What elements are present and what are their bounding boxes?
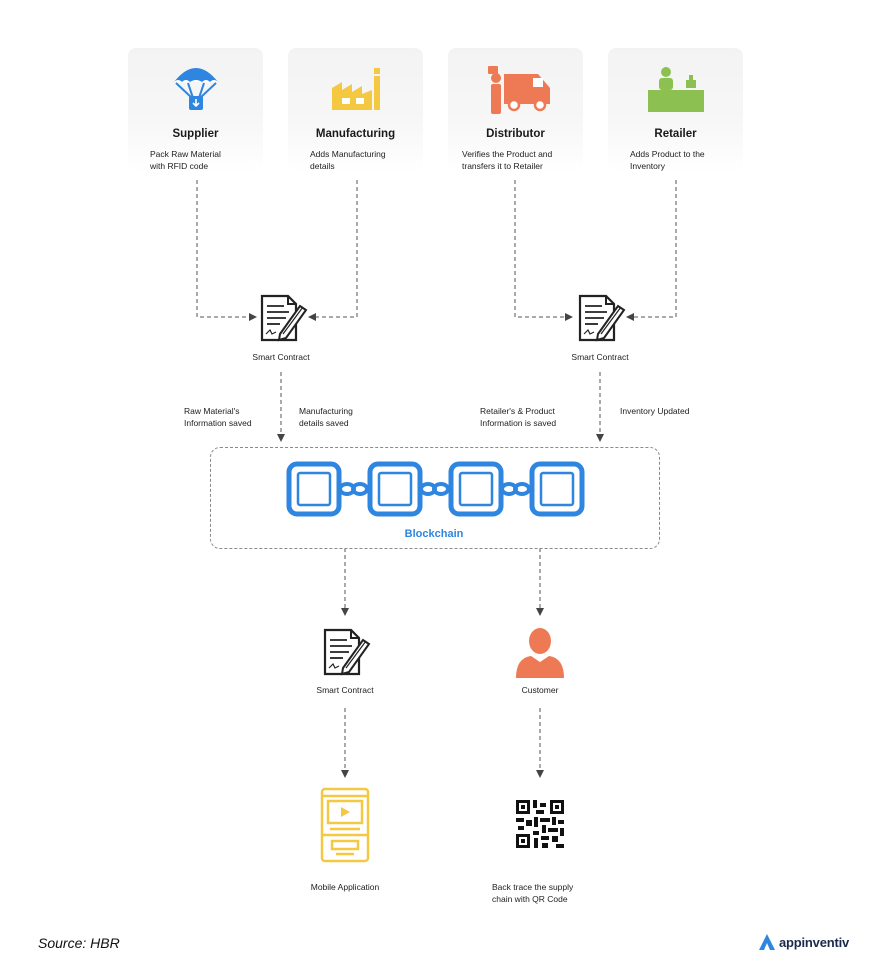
- card-description: Verifies the Product and transfers it to…: [462, 148, 575, 172]
- brand-mark-icon: [759, 934, 775, 950]
- card-retailer: Retailer Adds Product to the Inventory: [608, 48, 743, 172]
- line-distributor-contract: [514, 180, 573, 321]
- label-line: chain with QR Code: [492, 894, 568, 904]
- desc-line: Verifies the Product and: [462, 149, 553, 159]
- qr-trace-label: Back trace the supply chain with QR Code: [492, 881, 573, 905]
- card-description: Adds Manufacturing details: [310, 148, 415, 172]
- desc-line: transfers it to Retailer: [462, 161, 543, 171]
- kiosk-screen-icon: [320, 787, 370, 868]
- manufacturing-saved-label: Manufacturing details saved: [299, 405, 353, 429]
- source-caption: Source: HBR: [38, 935, 120, 951]
- customer-label: Customer: [521, 685, 559, 695]
- brand-name: appinventiv: [779, 934, 850, 950]
- label-line: Manufacturing: [299, 406, 353, 416]
- label-line: details saved: [299, 418, 349, 428]
- user-icon: [513, 624, 567, 683]
- label-line: Retailer's & Product: [480, 406, 555, 416]
- label-line: Information saved: [184, 418, 252, 428]
- card-title: Retailer: [654, 128, 697, 140]
- line-retailer-contract: [626, 180, 677, 321]
- retailer-saved-label: Retailer's & Product Information is save…: [480, 405, 556, 429]
- raw-material-saved-label: Raw Material's Information saved: [184, 405, 252, 429]
- card-supplier: Supplier Pack Raw Material with RFID cod…: [128, 48, 263, 172]
- desc-line: with RFID code: [150, 161, 209, 171]
- desc-line: details: [310, 161, 335, 171]
- card-description: Pack Raw Material with RFID code: [150, 148, 255, 172]
- card-title: Distributor: [486, 128, 545, 140]
- signed-document-icon: [574, 292, 626, 349]
- card-title: Manufacturing: [315, 128, 396, 140]
- inventory-updated-label: Inventory Updated: [620, 406, 690, 416]
- line-manufacturing-contract: [308, 180, 358, 321]
- desc-line: Adds Manufacturing: [310, 149, 386, 159]
- shop-counter-icon: [608, 60, 743, 116]
- smart-contract-label-left: Smart Contract: [252, 352, 310, 362]
- delivery-truck-icon: [448, 60, 583, 116]
- mobile-application-label: Mobile Application: [310, 882, 380, 892]
- desc-line: Pack Raw Material: [150, 149, 221, 159]
- blockchain-container: [210, 447, 660, 549]
- label-line: Raw Material's: [184, 406, 240, 416]
- label-line: Information is saved: [480, 418, 557, 428]
- card-distributor: Distributor Verifies the Product and tra…: [448, 48, 583, 172]
- factory-icon: [288, 60, 423, 116]
- desc-line: Adds Product to the: [630, 149, 705, 159]
- smart-contract-label-bottom: Smart Contract: [316, 685, 374, 695]
- parachute-icon: [128, 60, 263, 116]
- card-manufacturing: Manufacturing Adds Manufacturing details: [288, 48, 423, 172]
- label-line: Back trace the supply: [492, 882, 574, 892]
- smart-contract-label-right: Smart Contract: [571, 352, 629, 362]
- card-title: Supplier: [172, 128, 219, 140]
- signed-document-icon: [256, 292, 308, 349]
- card-description: Adds Product to the Inventory: [630, 148, 735, 172]
- line-supplier-contract: [196, 180, 257, 321]
- blockchain-label: Blockchain: [404, 528, 464, 540]
- desc-line: Inventory: [630, 161, 665, 171]
- brand-logo: appinventiv: [758, 933, 849, 951]
- blockchain-chain-icon: [286, 461, 586, 522]
- qr-code-icon: [516, 800, 564, 853]
- signed-document-icon: [319, 626, 371, 683]
